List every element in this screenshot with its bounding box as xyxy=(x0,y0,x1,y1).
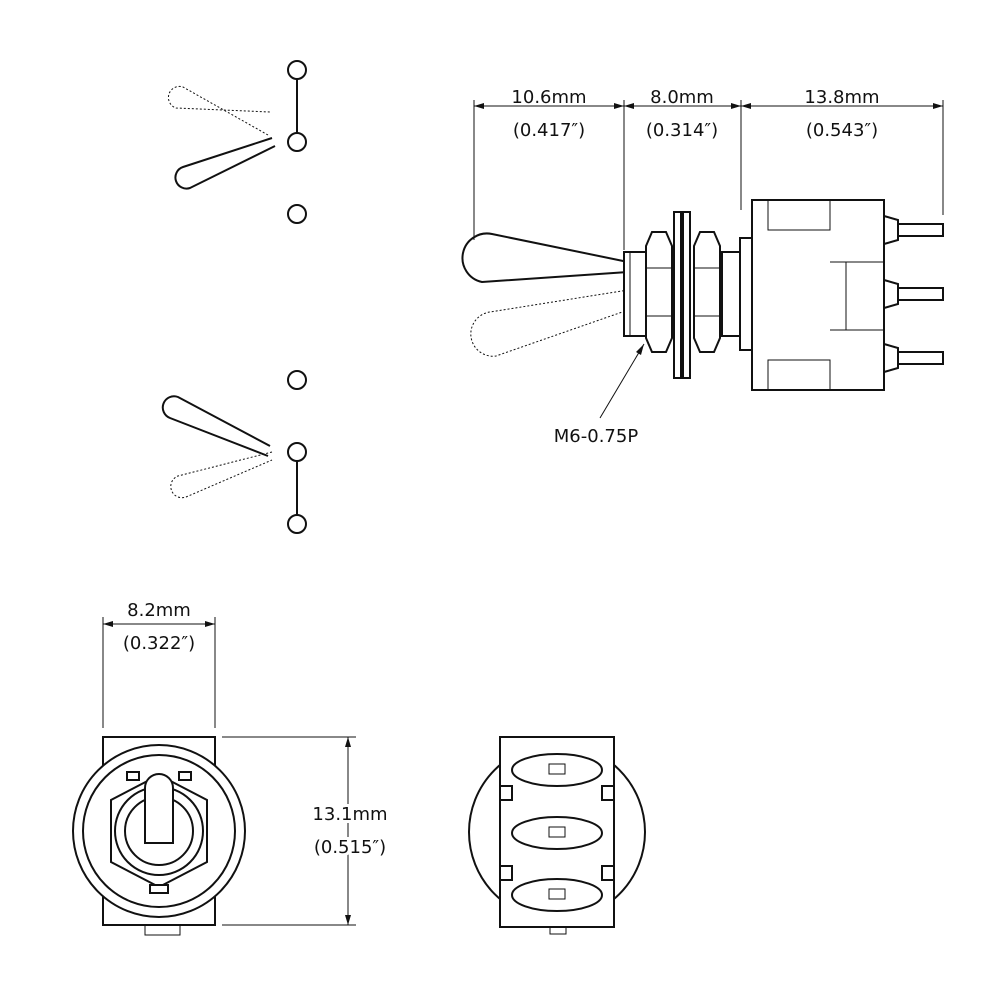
body-width-metric: 8.2mm xyxy=(127,600,191,621)
schematic-position-2 xyxy=(161,370,307,534)
body-height-imperial: (0.515″) xyxy=(314,837,386,858)
bushing-length-imperial: (0.314″) xyxy=(646,120,718,141)
schematic-position-1 xyxy=(167,60,307,224)
body-width-imperial: (0.322″) xyxy=(123,633,195,654)
body-height-metric: 13.1mm xyxy=(312,804,387,825)
body-length-imperial: (0.543″) xyxy=(806,120,878,141)
side-view xyxy=(461,100,944,419)
thread-label: M6-0.75P xyxy=(554,426,639,447)
body-length-metric: 13.8mm xyxy=(804,87,879,108)
lever-length-metric: 10.6mm xyxy=(511,87,586,108)
bottom-view xyxy=(468,736,646,935)
front-view xyxy=(72,617,356,936)
lever-length-imperial: (0.417″) xyxy=(513,120,585,141)
dimension-labels: 10.6mm (0.417″) 8.0mm (0.314″) 13.8mm (0… xyxy=(123,87,880,861)
bushing-length-metric: 8.0mm xyxy=(650,87,714,108)
